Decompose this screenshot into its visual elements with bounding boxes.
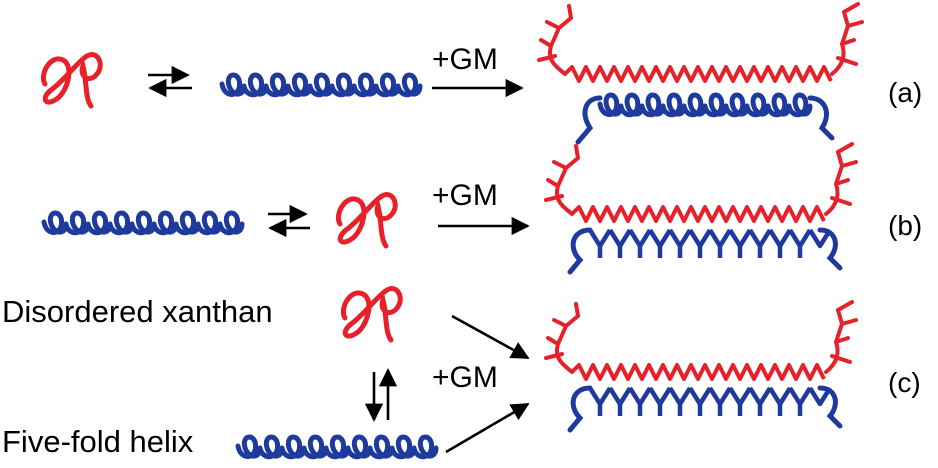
panel-tag-a: (a): [888, 77, 922, 108]
xanthan-helix-complex-a-right-tail: [807, 95, 835, 141]
xanthan-comb-complex-c-stems: [597, 402, 803, 416]
disordered-xanthan-label: Disordered xanthan: [2, 294, 273, 329]
plus-gm-label-c: +GM: [432, 361, 498, 394]
xanthan-helix-complex-a-left-tail: [575, 95, 603, 145]
reaction-arrow-c-bottom: [445, 402, 530, 454]
galactomannan-branched-chain-icon-b-right-branch: [824, 142, 858, 216]
five-fold-helix-icon-b: [41, 210, 245, 236]
xanthan-comb-complex-b-left-tail: [567, 227, 593, 275]
galactomannan-branched-chain-icon-a-backbone: [563, 65, 833, 83]
galactomannan-branched-chain-icon-b-left-branch: [544, 144, 580, 216]
panel-tag-c: (c): [888, 367, 921, 398]
galactomannan-branched-chain-icon-c-right-branch: [824, 300, 858, 374]
galactomannan-branched-chain-icon-b-backbone: [570, 205, 826, 223]
xanthan-helix-complex-a-loops: [597, 92, 813, 118]
diagram-shapes: [41, 2, 864, 460]
xanthan-comb-complex-c-teeth: [588, 386, 832, 407]
xanthan-comb-complex-b-teeth: [588, 228, 832, 249]
disordered-coil-icon-c: [341, 286, 403, 343]
galactomannan-branched-chain-icon-a-left-branch: [537, 4, 573, 76]
xanthan-comb-complex-b-right-tail: [817, 227, 843, 271]
xanthan-comb-complex-c-right-tail: [817, 385, 843, 429]
plus-gm-label-a: +GM: [432, 43, 498, 76]
xanthan-comb-complex-c-left-tail: [567, 385, 593, 433]
five-fold-helix-icon-a: [219, 72, 423, 98]
galactomannan-branched-chain-icon-a-right-branch: [830, 2, 864, 76]
xanthan-comb-complex-b-stems: [597, 244, 803, 258]
disordered-coil-icon-a: [41, 52, 103, 109]
disordered-coil-icon-b: [336, 192, 398, 249]
galactomannan-branched-chain-icon-c-backbone: [570, 363, 826, 381]
panel-tag-b: (b): [888, 210, 922, 241]
reaction-arrow-c-top: [451, 314, 530, 360]
plus-gm-label-b: +GM: [432, 179, 498, 212]
five-fold-helix-label: Five-fold helix: [2, 424, 194, 459]
five-fold-helix-icon-c: [235, 434, 439, 460]
galactomannan-branched-chain-icon-c-left-branch: [544, 302, 580, 374]
